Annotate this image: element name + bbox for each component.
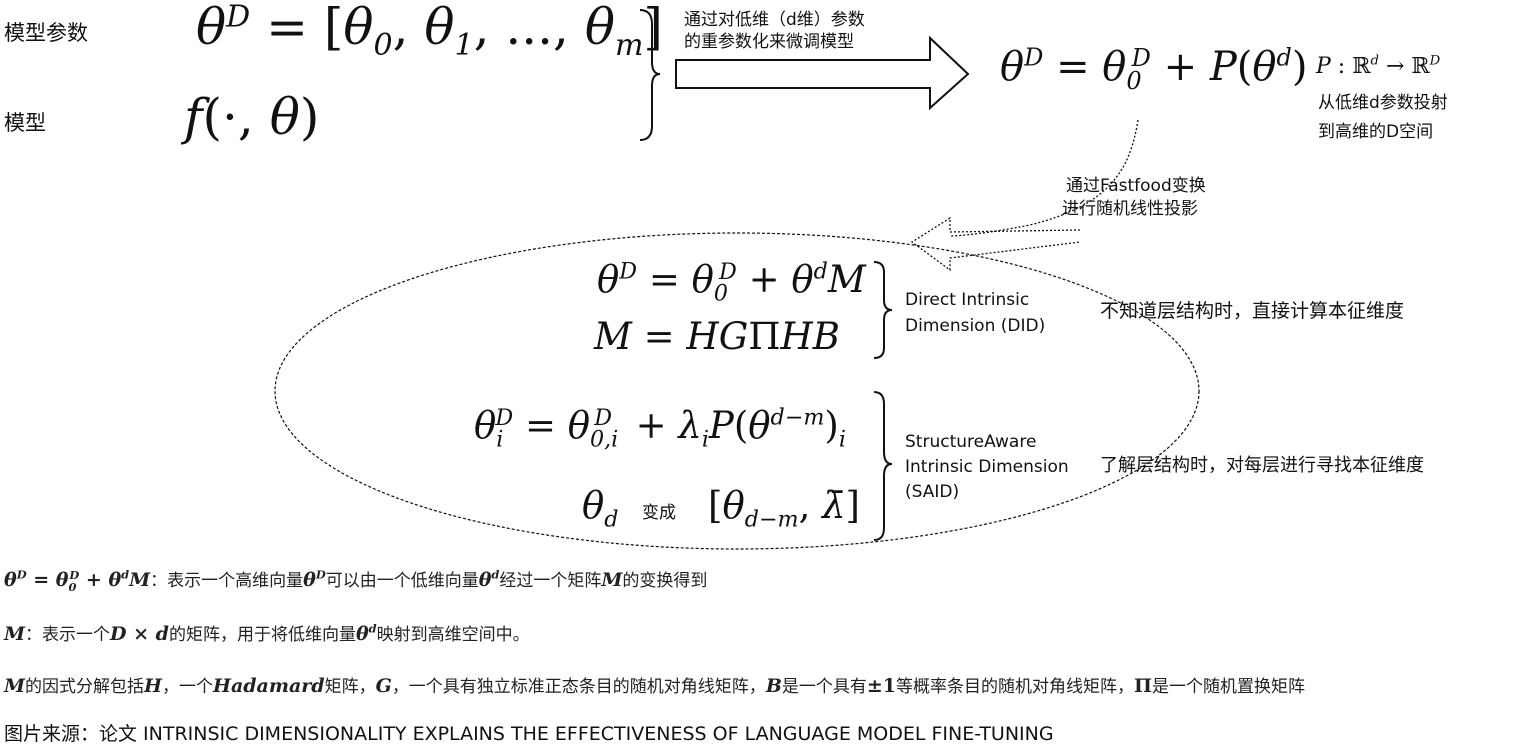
said-label-line2: Intrinsic Dimension — [905, 457, 1069, 477]
did-brace — [873, 261, 893, 359]
note-line-2: M：表示一个D × d的矩阵，用于将低维向量θd映射到高维空间中。 — [4, 621, 530, 645]
did-description: 不知道层结构时，直接计算本征维度 — [1100, 300, 1405, 322]
said-formula-1: θiD = θ0,iD + λiP(θd−m)i — [474, 404, 846, 453]
hollow-arrow — [675, 35, 970, 111]
said-formula-2-left: θd — [582, 484, 619, 533]
said-label-line1: StructureAware — [905, 432, 1037, 452]
note-line-3: M的因式分解包括H，一个Hadamard矩阵，G，一个具有独立标准正态条目的随机… — [4, 675, 1305, 697]
projection-note-line2: 到高维的D空间 — [1318, 122, 1434, 142]
said-label-line3: (SAID) — [905, 482, 960, 502]
did-formula-2: M = HGΠHB — [594, 315, 840, 358]
projection-map: P : ℝd → ℝD — [1316, 53, 1441, 79]
did-label-line2: Dimension (DID) — [905, 316, 1046, 336]
dotted-arrowhead — [910, 216, 1081, 272]
params-formula: θD = [θ0, θ1, ..., θm] — [196, 0, 663, 63]
fastfood-note-line2: 进行随机线性投影 — [1062, 199, 1198, 219]
params-label: 模型参数 — [4, 21, 88, 45]
said-brace — [873, 391, 893, 541]
projection-note-line1: 从低维d参数投射 — [1318, 93, 1448, 113]
reparam-note-line1: 通过对低维（d维）参数 — [684, 10, 865, 30]
becomes-label: 变成 — [642, 503, 676, 523]
did-label-line1: Direct Intrinsic — [905, 290, 1030, 310]
fastfood-note-line1: 通过Fastfood变换 — [1066, 176, 1206, 196]
said-description: 了解层结构时，对每层进行寻找本征维度 — [1100, 455, 1424, 476]
did-formula-1: θD = θ0D + θdM — [597, 258, 866, 307]
dashed-ellipse — [274, 232, 1200, 550]
model-label: 模型 — [4, 111, 46, 135]
said-formula-2-right: [θd−m, λ̄] — [708, 484, 860, 533]
top-brace — [639, 9, 661, 141]
model-formula: f(·, θ) — [184, 88, 320, 146]
reparam-note-line2: 的重参数化来微调模型 — [684, 32, 854, 52]
source-caption: 图片来源：论文 INTRINSIC DIMENSIONALITY EXPLAIN… — [4, 723, 1054, 745]
note-line-1: θD = θ0D + θdM：表示一个高维向量θD可以由一个低维向量θd经过一个… — [4, 567, 708, 594]
reparam-formula: θD = θ0D + P(θd) — [1000, 43, 1308, 95]
